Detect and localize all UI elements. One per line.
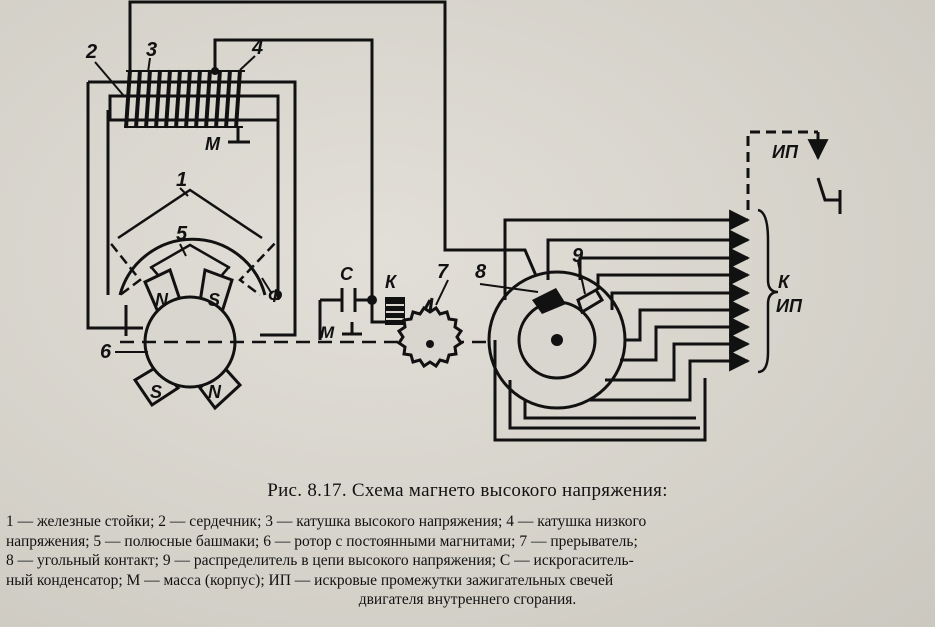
low-voltage-coil xyxy=(194,69,242,129)
label-3: 3 xyxy=(146,39,157,61)
high-voltage-coil xyxy=(124,69,192,129)
label-9: 9 xyxy=(572,245,584,267)
breaker-contact xyxy=(385,297,405,325)
pole-n-top: N xyxy=(155,290,169,310)
core xyxy=(108,94,280,122)
label-6: 6 xyxy=(100,341,112,363)
leaders xyxy=(94,55,586,353)
pole-n-bottom: N xyxy=(208,382,222,402)
legend-line-2: напряжения; 5 — полюсные башмаки; 6 — ро… xyxy=(6,532,638,550)
label-ip-top: ИП xyxy=(772,142,799,162)
pole-shoes xyxy=(106,110,280,296)
label-phi: Ф xyxy=(268,286,282,306)
legend-line-1: 1 — железные стойки; 2 — сердечник; 3 — … xyxy=(6,513,647,530)
legend-line-5: двигателя внутреннего сгорания. xyxy=(358,591,577,608)
coil-ground xyxy=(228,128,250,144)
label-k: К xyxy=(385,272,398,292)
capacitor xyxy=(340,288,377,312)
pole-s-bottom: S xyxy=(150,382,162,402)
rotor xyxy=(118,237,267,411)
label-7: 7 xyxy=(437,261,449,283)
label-c: С xyxy=(340,264,354,284)
magneto-diagram: 2 3 4 М 1 5 N S S N Ф 6 С К М 7 8 9 К ИП… xyxy=(85,0,842,442)
legend-line-4: ный конденсатор; М — масса (корпус); ИП … xyxy=(6,571,614,589)
label-2: 2 xyxy=(85,41,97,63)
figure-legend: 1 — железные стойки; 2 — сердечник; 3 — … xyxy=(6,512,929,610)
label-8: 8 xyxy=(475,261,487,283)
pole-s-top: S xyxy=(208,290,220,310)
label-1: 1 xyxy=(176,169,187,191)
breaker-cam xyxy=(396,297,464,369)
capacitor-ground xyxy=(342,322,362,336)
distributor xyxy=(487,270,627,410)
wiring xyxy=(128,0,545,340)
label-k-right: К xyxy=(778,272,791,292)
label-ground-cap: М xyxy=(320,323,335,342)
label-5: 5 xyxy=(176,223,188,245)
label-ground-coil: М xyxy=(205,134,221,154)
label-4: 4 xyxy=(251,37,263,59)
label-ip-right: ИП xyxy=(776,296,803,316)
legend-line-3: 8 — угольный контакт; 9 — распределитель… xyxy=(6,552,634,569)
figure-caption: Рис. 8.17. Схема магнето высокого напряж… xyxy=(267,480,668,501)
spark-gap-example xyxy=(746,130,842,214)
spark-gap-brace xyxy=(757,208,779,374)
